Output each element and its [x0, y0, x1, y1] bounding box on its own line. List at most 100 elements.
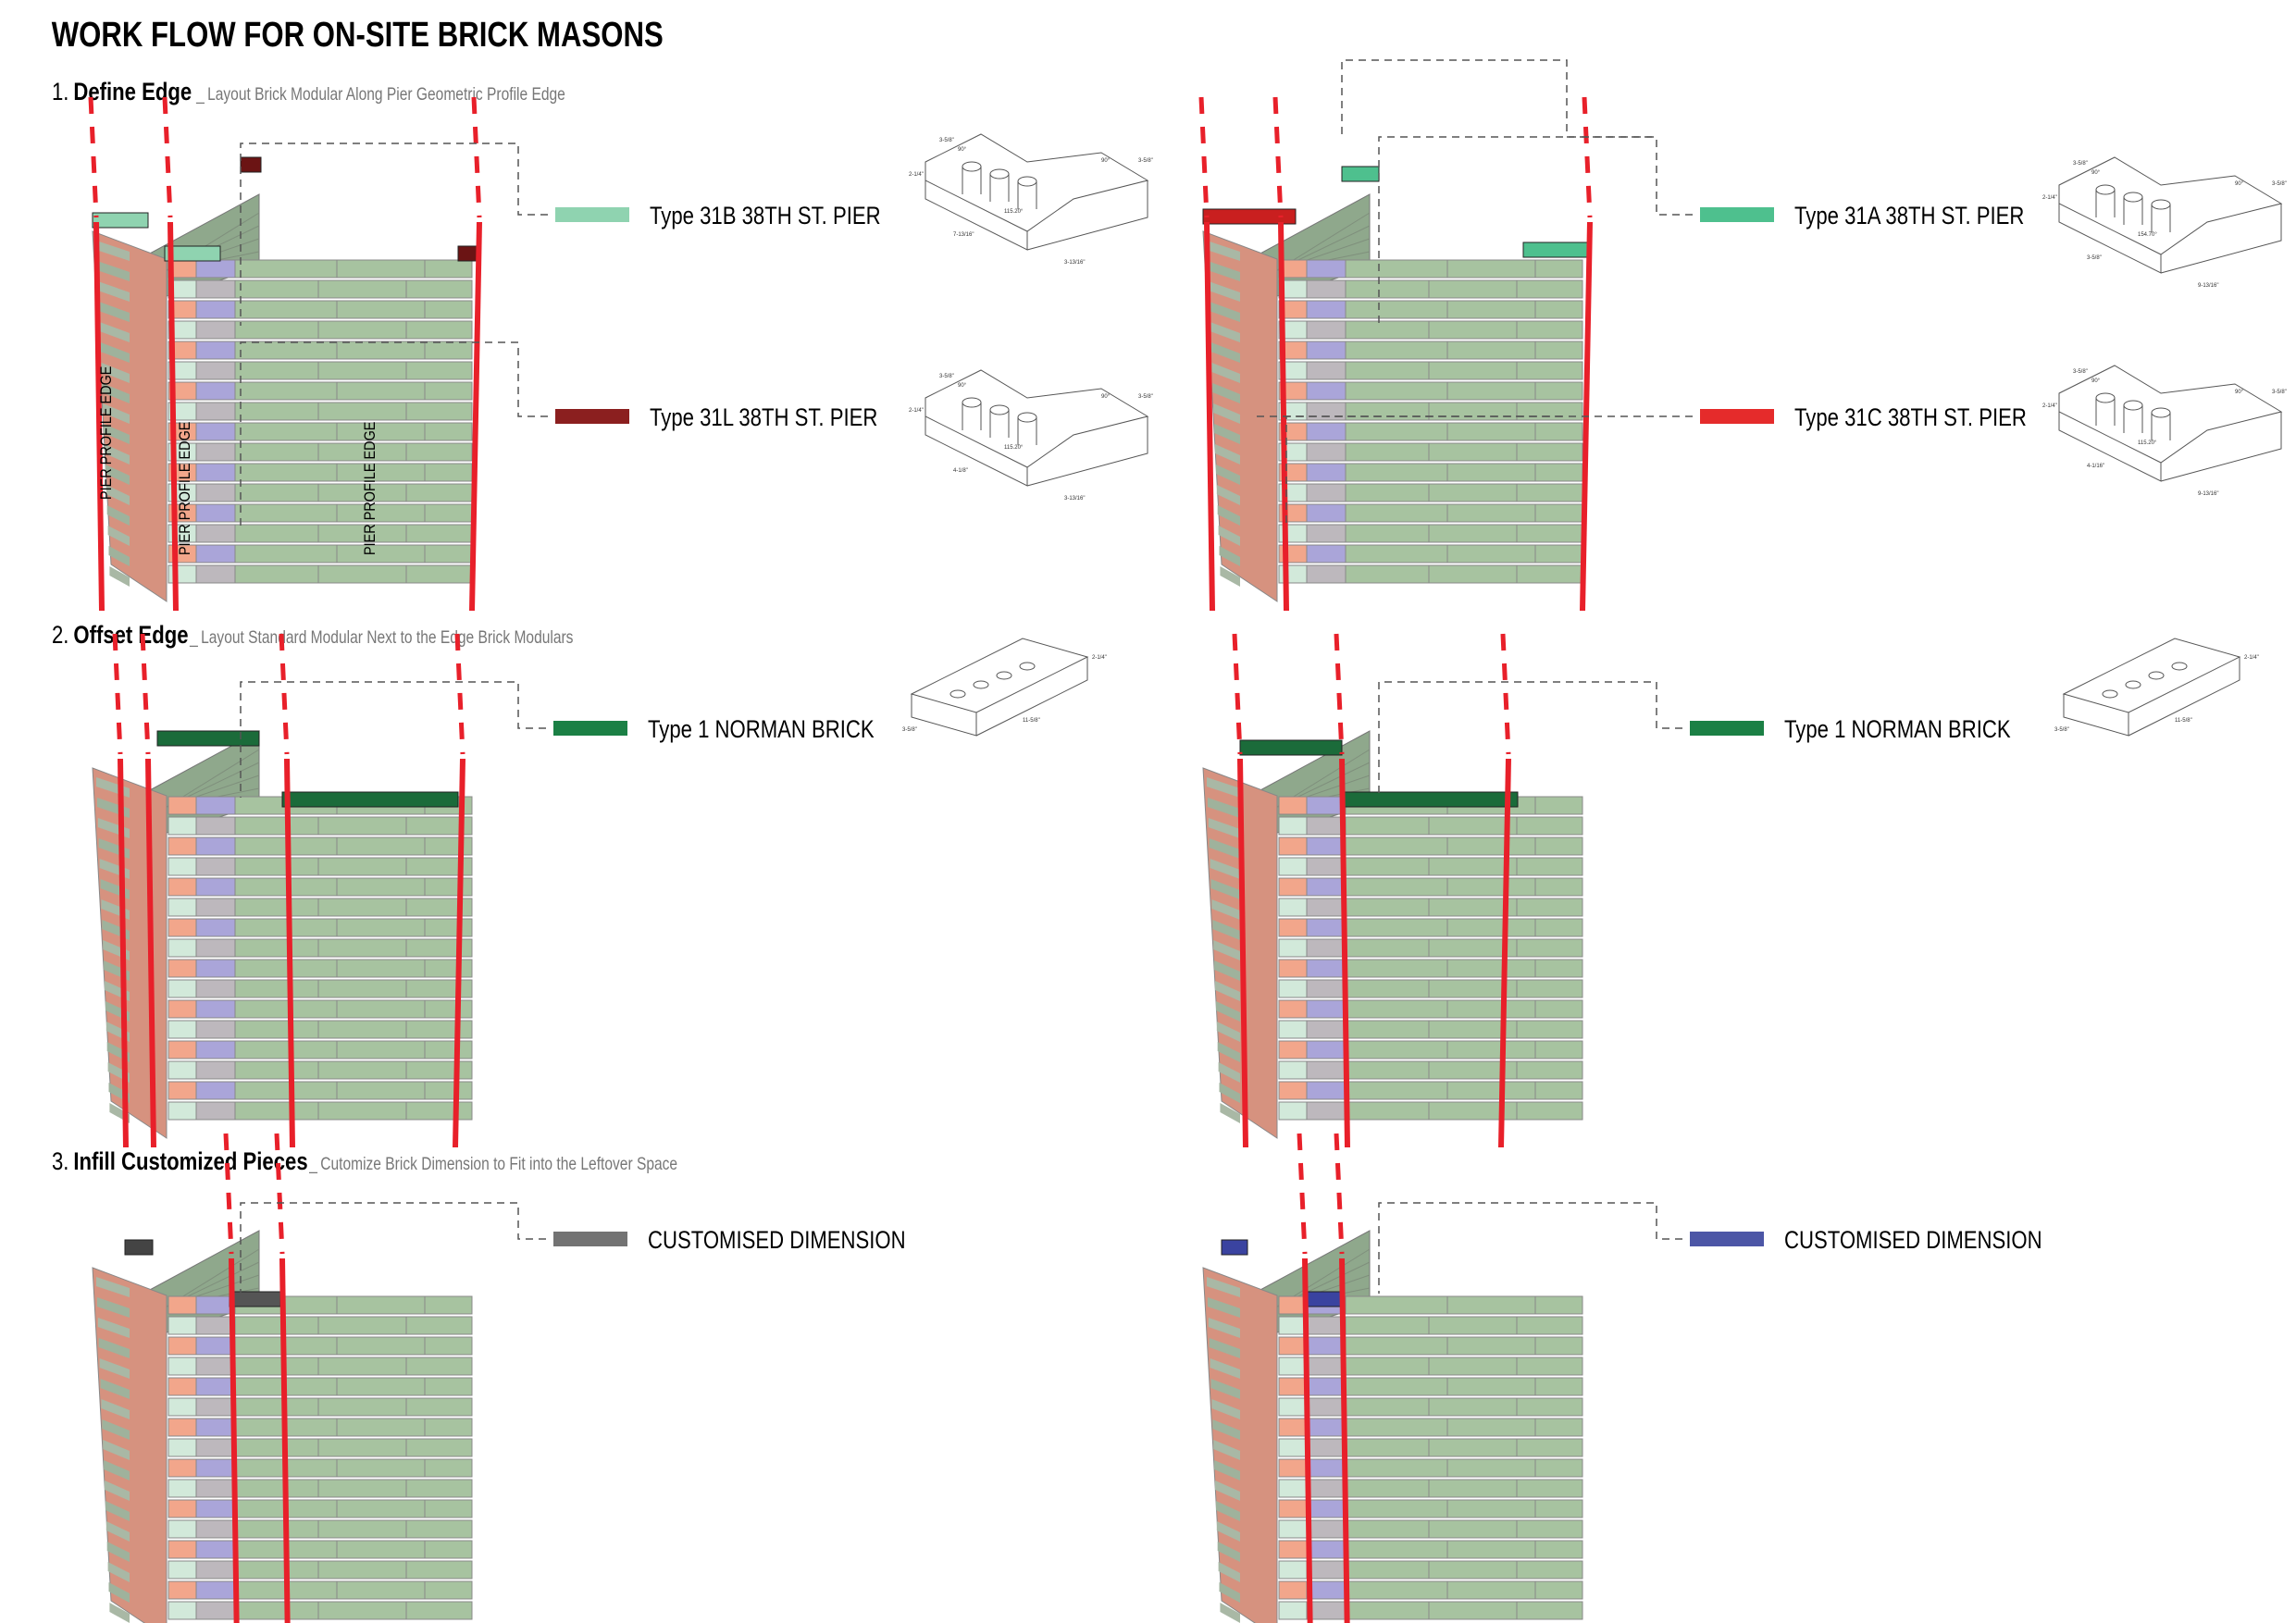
offset-brick [1306, 422, 1347, 441]
legend-swatch [1690, 721, 1764, 736]
brick [1428, 524, 1518, 543]
brick [424, 1418, 473, 1437]
side-brick [1207, 798, 1240, 818]
brick [1345, 381, 1448, 401]
legend-item: CUSTOMISED DIMENSION [553, 1227, 906, 1255]
brick [336, 959, 426, 978]
brick [1345, 300, 1448, 319]
edge-extension-dashed [112, 633, 123, 755]
step-number: 1. [52, 79, 68, 106]
corner-brick [168, 1040, 197, 1059]
side-brick [1219, 546, 1240, 566]
brick [317, 564, 407, 584]
legend-label: CUSTOMISED DIMENSION [648, 1227, 906, 1255]
side-brick [109, 1603, 130, 1623]
step-description: Cutomize Brick Dimension to Fit into the… [320, 1154, 677, 1174]
brick [234, 857, 319, 876]
brick [424, 381, 473, 401]
brick [1345, 1540, 1448, 1559]
dimension-label: 9-13/16" [2198, 283, 2218, 289]
offset-brick [1306, 1479, 1347, 1498]
brick [424, 999, 473, 1019]
dimension-label: 3-13/16" [1064, 260, 1085, 266]
offset-brick [195, 1580, 236, 1600]
norman-brick-cap [281, 791, 459, 808]
dimension-label: 3-5/8" [1138, 394, 1153, 400]
core-hole [989, 410, 1010, 438]
edge-extension-dashed [1272, 96, 1284, 218]
type-31b-cap [164, 245, 221, 262]
brick [317, 1060, 407, 1080]
corner-brick [1278, 1020, 1308, 1039]
brick [1446, 503, 1536, 523]
brick [405, 524, 473, 543]
brick [405, 564, 473, 584]
dimension-label: 2-1/4" [1092, 655, 1107, 661]
leader-line [240, 142, 548, 326]
dimension-label: 115.20° [1004, 209, 1024, 215]
corner-brick [1278, 1580, 1308, 1600]
side-brick [105, 1481, 130, 1501]
step-1-heading: 1.Define Edge_Layout Brick Modular Along… [52, 79, 565, 106]
offset-brick [195, 1020, 236, 1039]
step-name: Infill Customized Pieces [73, 1148, 307, 1176]
brick [1345, 259, 1448, 279]
dimension-label: 7-13/16" [953, 232, 974, 238]
brick [234, 422, 338, 441]
brick [1516, 320, 1583, 340]
isometric-drawings: 3-5/8"2-1/4"90°90°115.20°7-13/16"3-13/16… [902, 133, 2287, 737]
dimension-label: 3-5/8" [939, 374, 954, 379]
pier-profile-edge-line [118, 758, 129, 1148]
corner-brick [168, 938, 197, 958]
brick [1345, 857, 1430, 876]
offset-brick [1306, 1377, 1347, 1396]
side-brick [1211, 899, 1240, 920]
brick [1446, 1040, 1536, 1059]
side-brick [103, 403, 130, 424]
brick [234, 483, 319, 502]
brick [405, 483, 473, 502]
customised-piece [1304, 1291, 1343, 1307]
brick [1516, 402, 1583, 421]
dimension-label: 4-1/16" [2087, 464, 2104, 469]
dimension-label: 90° [2235, 181, 2244, 187]
dimension-label: 4-1/8" [953, 468, 968, 474]
corner-brick [1278, 836, 1308, 856]
brick [1345, 898, 1430, 917]
brick [1345, 1316, 1430, 1335]
brick [1345, 959, 1448, 978]
core-hole [962, 397, 982, 408]
pier-profile-edge-line [1339, 758, 1350, 1148]
offset-brick [1306, 877, 1347, 897]
brick [317, 816, 407, 836]
core-hole [989, 168, 1010, 180]
side-brick [1217, 505, 1240, 526]
offset-brick [195, 918, 236, 937]
type-31a-cap [1522, 242, 1589, 258]
core-hole [989, 174, 1010, 202]
pier-profile-edge-line [229, 1258, 240, 1623]
brick [1534, 422, 1583, 441]
side-brick [1213, 940, 1240, 960]
offset-brick [1306, 918, 1347, 937]
brick [1428, 402, 1518, 421]
step-description: Layout Standard Modular Next to the Edge… [201, 627, 574, 648]
offset-brick [1306, 857, 1347, 876]
brick [1446, 959, 1536, 978]
legend-item: Type 1 NORMAN BRICK [553, 716, 875, 744]
brick [424, 959, 473, 978]
offset-brick [1306, 442, 1347, 462]
brick [234, 1479, 319, 1498]
brick [234, 999, 338, 1019]
brick [1345, 836, 1448, 856]
brick [1345, 1377, 1448, 1396]
offset-brick [195, 898, 236, 917]
corner-brick [1278, 1458, 1308, 1478]
brick [234, 442, 319, 462]
offset-brick [195, 959, 236, 978]
offset-brick [195, 259, 236, 279]
brick [336, 1580, 426, 1600]
side-brick [1211, 1399, 1240, 1419]
brick [336, 422, 426, 441]
brick [336, 1040, 426, 1059]
